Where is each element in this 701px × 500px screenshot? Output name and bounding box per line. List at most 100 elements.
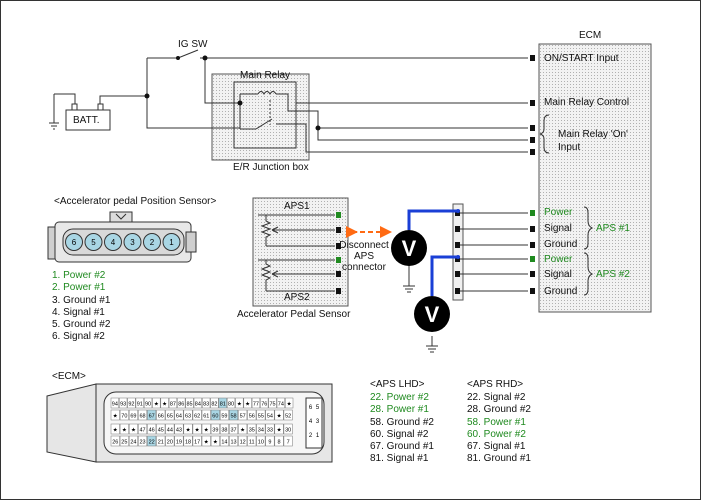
ecm-connector-pin-number: 80 [228, 402, 234, 408]
ecm-connector-pin-number: 63 [185, 414, 191, 420]
disconnect-note-line: connector [342, 262, 386, 273]
aps-lhd-title: <APS LHD> [370, 379, 425, 390]
ecm-connector-pin-number: 7 [287, 440, 290, 446]
aps-connector-pin-number: 4 [111, 238, 116, 247]
ecm-connector-aux-pin-number: 6 [309, 405, 313, 411]
ecm-connector-pin [138, 409, 148, 421]
ecm-connector-pin-number: 85 [186, 402, 192, 408]
ecm-connector-pin [174, 435, 184, 447]
ecm-connector-pin [238, 409, 248, 421]
ecm-connector-pin [201, 423, 211, 435]
ecm-connector-pin [174, 423, 184, 435]
ecm-connector-pin [183, 423, 193, 435]
ecm-connector-aux-pin-number: 1 [316, 433, 320, 439]
ecm-connector-aux-pin-number: 4 [309, 419, 313, 425]
ecm-aps2-group-label: APS #2 [596, 269, 630, 280]
ecm-connector-pin [210, 423, 220, 435]
ecm-connector-pin-number: 55 [258, 414, 264, 420]
ecm-connector-pin-number: 34 [258, 428, 264, 434]
ecm-aps2-power: Power [544, 254, 573, 265]
ecm-connector-pin-number: 44 [167, 428, 173, 434]
ecm-connector-pin [156, 435, 166, 447]
ecm-connector-pin [138, 435, 148, 447]
ecm-connector-pin-number: ★ [287, 401, 292, 408]
ecm-connector-pin [251, 397, 261, 409]
junction-box-label: E/R Junction box [233, 162, 309, 173]
ecm-connector-pin-number: 56 [249, 414, 255, 420]
ecm-connector-pin-number: 11 [249, 440, 255, 446]
pin-list-item: 4. Signal #1 [52, 306, 105, 318]
ecm-connector-pin-number: 59 [221, 414, 227, 420]
ecm-connector-pin [193, 397, 202, 409]
ecm-connector-pin [256, 435, 266, 447]
ecm-aps1-power: Power [544, 207, 573, 218]
ecm-main-relay-on-input: Main Relay 'On' Input [558, 129, 628, 153]
ecm-connector-pin [119, 397, 128, 409]
ecm-connector-pin-number: 57 [240, 414, 246, 420]
ecm-connector-pin [128, 409, 138, 421]
ecm-connector-pin-number: 54 [267, 414, 273, 420]
ecm-connector-pin-number: 70 [121, 414, 127, 420]
ecm-connector-pin-number: 18 [185, 440, 191, 446]
pin-list-item: 2. Power #1 [52, 282, 106, 294]
ecm-connector-pin-number: 61 [203, 414, 209, 420]
ecm-connector-pin-number: 62 [194, 414, 200, 420]
sensor-pins [336, 212, 341, 294]
ecm-connector-pin-number: 90 [145, 402, 151, 408]
aps-braces [583, 206, 594, 296]
ecm-connector-pin [147, 409, 157, 421]
ecm-connector-aux-pin-number: 2 [309, 433, 313, 439]
ecm-connector-pin [229, 409, 239, 421]
ecm-connector-pin-number: 52 [285, 414, 291, 420]
ecm-connector-pin-number: 69 [130, 414, 136, 420]
aps-connector-pin-list: 1. Power #2 2. Power #1 3. Ground #1 4. … [52, 270, 110, 344]
ecm-connector-pin-number: ★ [186, 427, 191, 434]
ecm-connector-pin [177, 397, 186, 409]
aps-rhd-item: 81. Ground #1 [467, 453, 531, 465]
ecm-aps1-ground: Ground [544, 239, 578, 250]
ecm-aps2-ground: Ground [544, 286, 578, 297]
aps-connector-pin-number: 2 [150, 238, 155, 247]
ecm-connector-pin [219, 409, 229, 421]
ecm-connector-pin [283, 435, 293, 447]
ecm-connector-pin [229, 435, 239, 447]
ecm-connector-pin-number: 47 [139, 428, 145, 434]
ecm-connector-pin-number: 84 [195, 402, 201, 408]
ecm-input-pins [530, 55, 535, 155]
ecm-connector-pin-number: ★ [213, 439, 218, 446]
ecm-connector-pin [183, 435, 193, 447]
ecm-connector-pin [218, 397, 227, 409]
ecm-connector-pin-number: 87 [170, 402, 176, 408]
accelerator-pedal-sensor-block [252, 197, 349, 307]
ecm-connector-pin-number: 77 [253, 402, 259, 408]
ecm-connector-pin [201, 409, 211, 421]
ecm-connector-pin-number: ★ [162, 401, 167, 408]
ecm-connector-pin-number: 83 [203, 402, 209, 408]
ecm-connector-pin [219, 423, 229, 435]
ecm-connector-pin [283, 409, 293, 421]
aps-connector-pin-number: 1 [169, 238, 174, 247]
power-wiring [49, 49, 528, 153]
ecm-connector-pin [192, 423, 202, 435]
ecm-main-relay-control: Main Relay Control [544, 97, 630, 108]
ecm-connector-aux-pin-number: 5 [316, 405, 320, 411]
ecm-connector-pin-number: 22 [149, 440, 155, 446]
ecm-connector-pin [156, 409, 166, 421]
ecm-connector-pin-number: ★ [237, 401, 242, 408]
ecm-connector-title: <ECM> [52, 371, 86, 382]
aps-rhd-item: 67. Signal #1 [467, 441, 526, 453]
ecm-connector-pin-number: 35 [249, 428, 255, 434]
voltmeter-2: V [414, 296, 450, 332]
pin-list-item: 5. Ground #2 [52, 319, 111, 331]
ecm-connector-pin-number: 45 [158, 428, 164, 434]
ecm-connector-pin [119, 409, 129, 421]
voltmeter-1: V [391, 230, 427, 266]
ecm-connector-pin [127, 397, 136, 409]
ecm-connector-pin [283, 423, 293, 435]
ecm-connector-pin [274, 409, 284, 421]
aps-connector-pin [143, 233, 161, 251]
aps-lhd-item: 60. Signal #2 [370, 428, 429, 440]
ecm-connector-pin [247, 435, 257, 447]
main-relay-label: Main Relay [240, 70, 291, 81]
ecm-connector-pin [135, 397, 144, 409]
